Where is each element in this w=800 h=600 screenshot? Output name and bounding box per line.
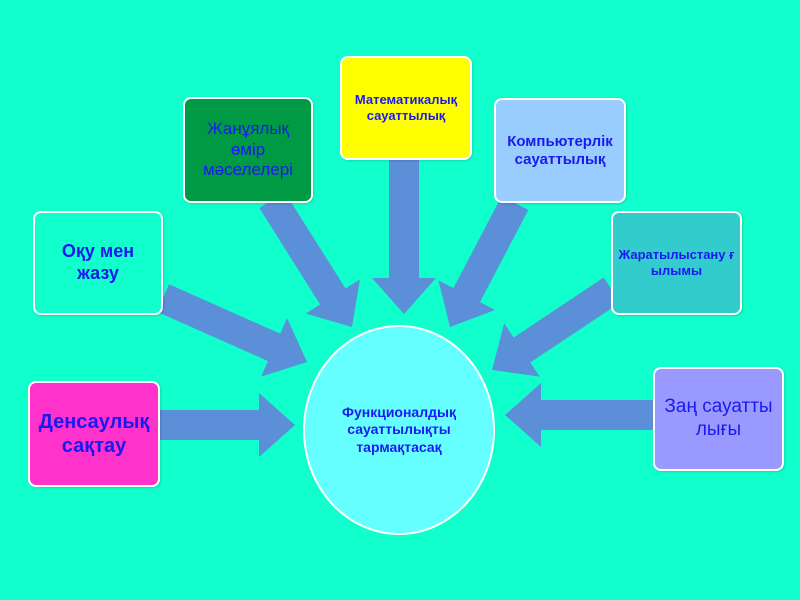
arrow-zan [505, 383, 653, 447]
node-densaulyk: Денсаулық сақтау [28, 381, 160, 487]
node-komputer: Компьютерлік сауаттылық [494, 98, 626, 203]
node-label: Компьютерлік сауаттылық [507, 132, 613, 168]
center-node: Функционалдық сауаттылықты тармақтасақ [303, 325, 495, 535]
node-label: Жаратылыстану ғылымы [618, 247, 735, 278]
arrow-densaulyk [160, 393, 295, 457]
node-label: Жанұялық өмір мәселелері [203, 119, 293, 180]
node-zan: Заң сауаттылығы [653, 367, 784, 471]
arrow-komputer [438, 196, 529, 327]
node-label: Математикалық сауаттылық [354, 92, 458, 123]
node-zhanualyk: Жанұялық өмір мәселелері [183, 97, 313, 203]
arrow-matematika [372, 160, 436, 314]
node-label: Денсаулық сақтау [38, 411, 150, 457]
center-label: Функционалдық сауаттылықты тармақтасақ [342, 403, 456, 455]
node-matematika: Математикалық сауаттылық [340, 56, 472, 160]
arrow-zhanualyk [259, 192, 360, 327]
arrow-oku [156, 284, 307, 377]
arrow-zharatylystanu [492, 277, 621, 377]
node-zharatylystanu: Жаратылыстану ғылымы [611, 211, 742, 315]
node-label: Оқу мен жазу [61, 241, 135, 283]
node-oku: Оқу мен жазу [33, 211, 163, 315]
node-label: Заң сауаттылығы [664, 396, 773, 440]
